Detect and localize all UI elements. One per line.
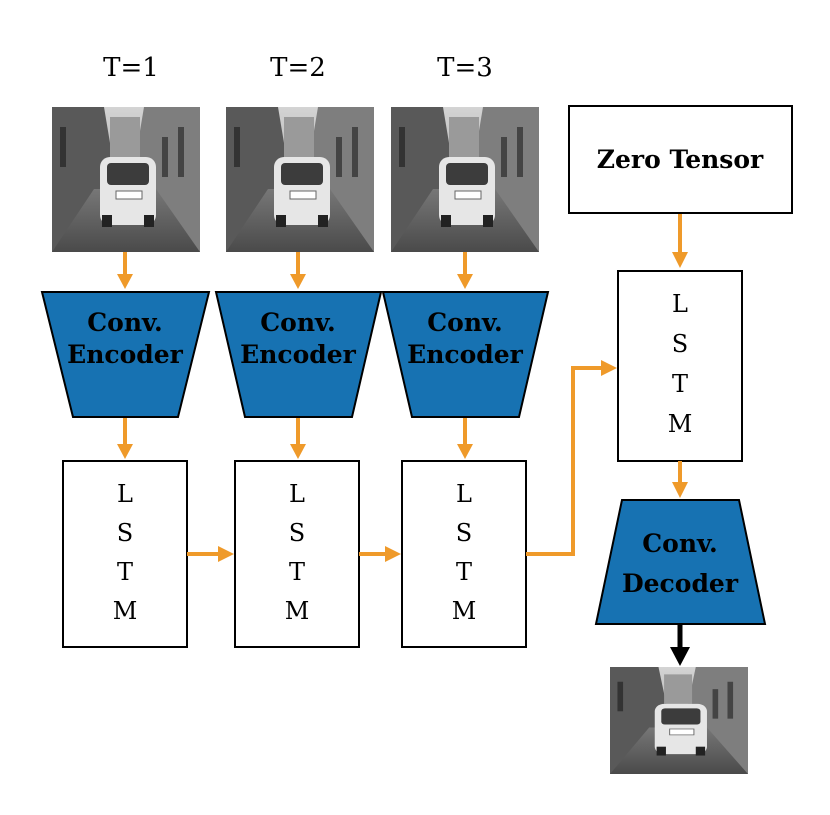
zero-tensor-box: Zero Tensor [568, 105, 793, 214]
lstm-1-letter-s: S [117, 519, 133, 547]
input-frame-1 [51, 106, 201, 253]
lstm-2-letter-m: M [285, 597, 310, 625]
lstm-dec-letter-s: S [672, 330, 688, 358]
arrow-encoder-to-lstm-3 [457, 418, 473, 459]
arrow-frame-to-encoder-1 [117, 252, 133, 289]
input-frame-3 [390, 106, 540, 253]
conv-encoder-2: Conv. Encoder [214, 291, 383, 418]
time-label-2: T=2 [270, 53, 326, 83]
decoder-line2: Decoder [622, 569, 739, 598]
lstm-2-letter-s: S [289, 519, 305, 547]
arrow-lstm-2-to-3 [359, 546, 401, 562]
zero-tensor-label: Zero Tensor [597, 145, 764, 174]
conv-encoder-1: Conv. Encoder [40, 291, 211, 418]
time-label-3: T=3 [437, 53, 493, 83]
encoder-3-line2: Encoder [407, 340, 524, 369]
lstm-cell-3: L S T M [401, 460, 527, 648]
arrow-encoder-to-lstm-2 [290, 418, 306, 459]
encoder-1-line1: Conv. [87, 308, 162, 337]
encoder-3-line1: Conv. [427, 308, 502, 337]
lstm-cell-1: L S T M [62, 460, 188, 648]
lstm-3-letter-m: M [452, 597, 477, 625]
arrow-encoder-to-lstm-1 [117, 418, 133, 459]
conv-encoder-3: Conv. Encoder [381, 291, 550, 418]
lstm-dec-letter-t: T [672, 370, 688, 398]
lstm-3-letter-l: L [456, 480, 472, 508]
decoder-line1: Conv. [642, 529, 717, 558]
arrow-frame-to-encoder-3 [457, 252, 473, 289]
lstm-1-letter-t: T [117, 558, 133, 586]
output-frame [609, 666, 749, 775]
lstm-dec-letter-m: M [668, 410, 693, 438]
arrow-lstm-3-to-decoder-lstm [526, 360, 617, 556]
arrow-frame-to-encoder-2 [290, 252, 306, 289]
conv-decoder: Conv. Decoder [594, 499, 767, 625]
lstm-dec-letter-l: L [672, 290, 688, 318]
lstm-cell-decoder: L S T M [617, 270, 743, 462]
lstm-2-letter-l: L [289, 480, 305, 508]
arrow-decoder-to-output [670, 624, 690, 666]
lstm-1-letter-l: L [117, 480, 133, 508]
time-label-1: T=1 [103, 53, 159, 83]
lstm-2-letter-t: T [289, 558, 305, 586]
lstm-1-letter-m: M [113, 597, 138, 625]
lstm-3-letter-t: T [456, 558, 472, 586]
lstm-cell-2: L S T M [234, 460, 360, 648]
encoder-1-line2: Encoder [67, 340, 184, 369]
input-frame-2 [225, 106, 375, 253]
encoder-2-line1: Conv. [260, 308, 335, 337]
arrow-lstm-to-decoder [672, 461, 688, 498]
arrow-zero-tensor-to-lstm [672, 214, 688, 268]
encoder-2-line2: Encoder [240, 340, 357, 369]
arrow-lstm-1-to-2 [187, 546, 234, 562]
lstm-3-letter-s: S [456, 519, 472, 547]
